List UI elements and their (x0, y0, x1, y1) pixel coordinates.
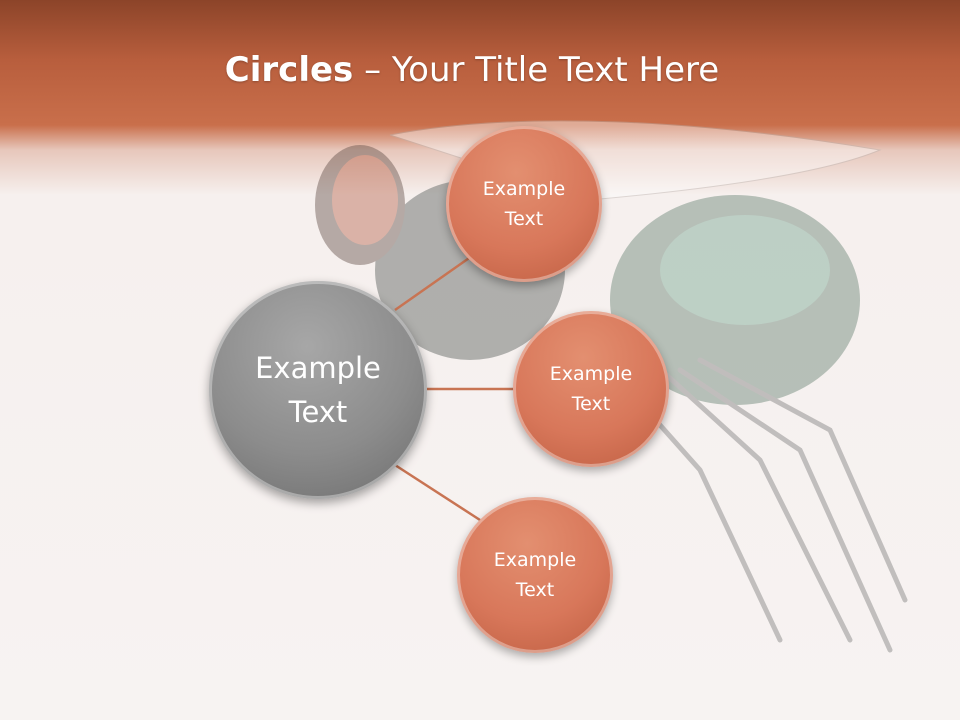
slide-title: Circles – Your Title Text Here (0, 50, 944, 90)
node-circle-1-line2: Text (504, 208, 544, 230)
node-circle-1: Example Text (446, 126, 602, 282)
connector-line-3 (394, 463, 481, 522)
title-separator: – (353, 50, 392, 90)
center-circle: Example Text (209, 281, 427, 499)
node-circle-3-line1: Example (493, 549, 577, 571)
node-circle-2-line2: Text (571, 393, 611, 415)
title-bold: Circles (224, 50, 354, 90)
node-circle-2: Example Text (513, 311, 669, 467)
title-rest: Your Title Text Here (391, 50, 720, 90)
node-circle-1-line1: Example (482, 178, 566, 200)
connector-lines (394, 254, 514, 522)
node-circle-3-line2: Text (515, 579, 555, 601)
center-circle-line1: Example (255, 351, 381, 385)
node-circle-3: Example Text (457, 497, 613, 653)
connector-line-1 (394, 254, 473, 312)
node-circle-2-line1: Example (549, 363, 633, 385)
center-circle-line2: Text (288, 395, 348, 429)
